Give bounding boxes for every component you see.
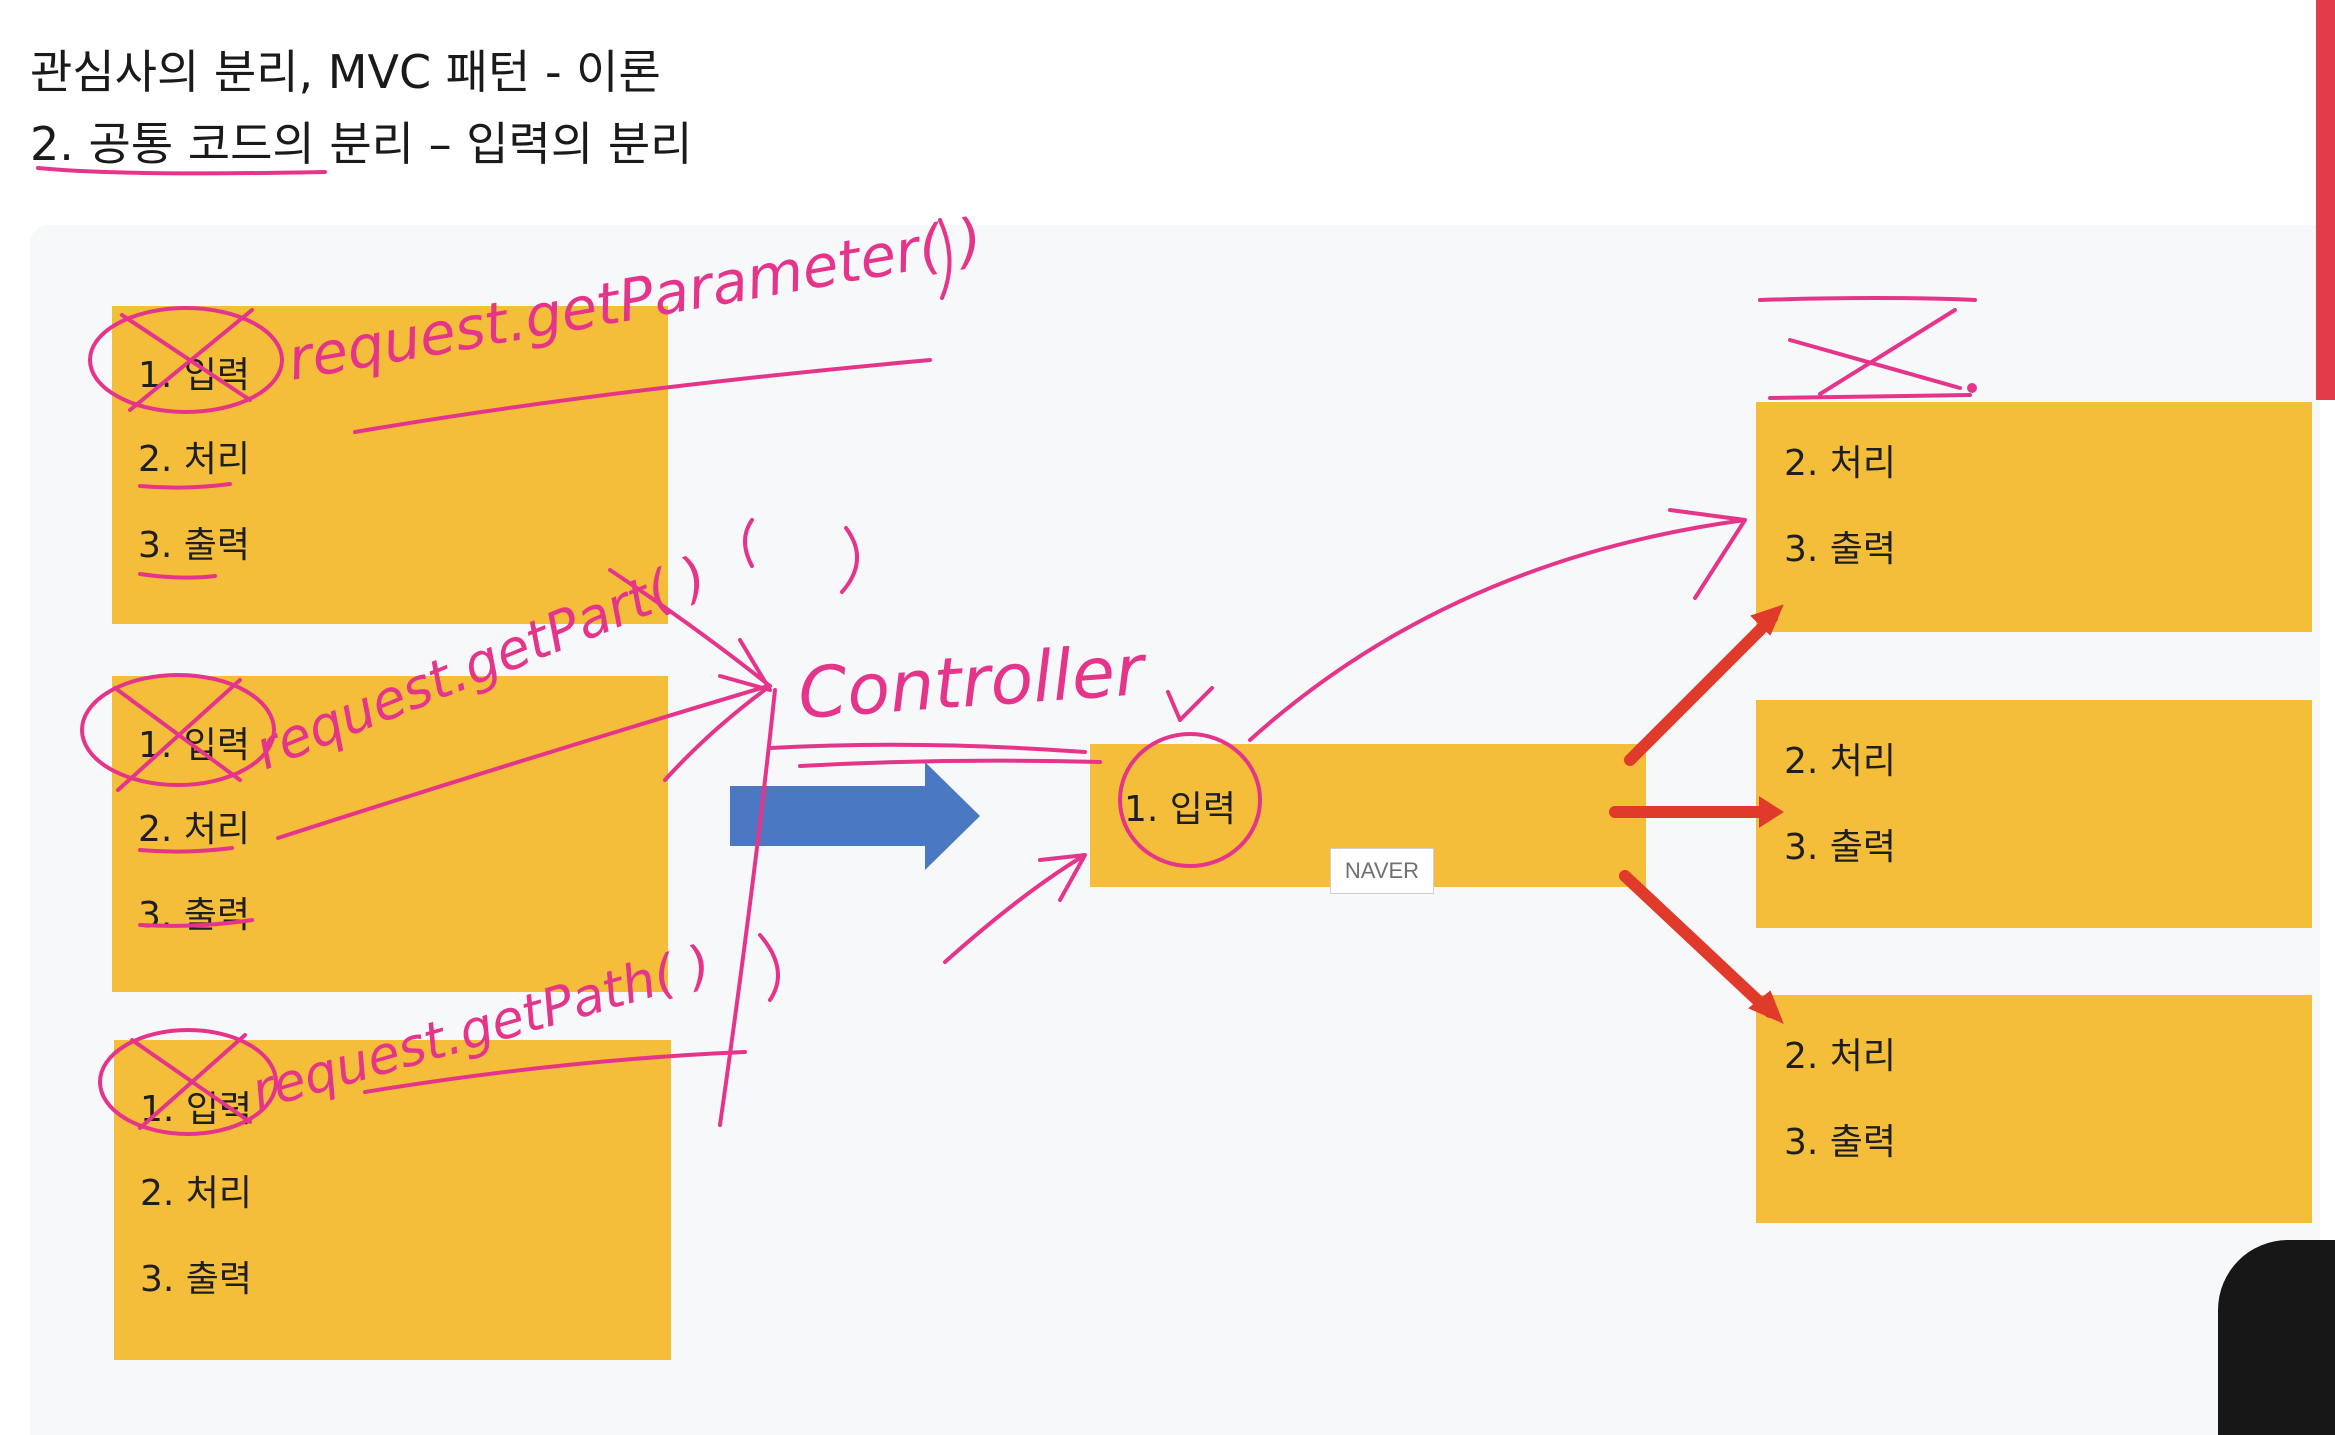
right-box-3: 2. 처리 3. 출력	[1756, 995, 2312, 1223]
input-step: 1. 입력	[138, 355, 251, 396]
process-step: 2. 처리	[140, 1173, 253, 1214]
presenter-silhouette	[2218, 1240, 2335, 1435]
left-box-1: 1. 입력 2. 처리 3. 출력	[112, 306, 668, 624]
slide-subtitle: 2. 공통 코드의 분리 – 입력의 분리	[30, 117, 693, 171]
input-step: 1. 입력	[1124, 789, 1237, 830]
output-step: 3. 출력	[138, 525, 251, 566]
right-box-1: 2. 처리 3. 출력	[1756, 402, 2312, 632]
output-step: 3. 출력	[1784, 1122, 1897, 1163]
input-step: 1. 입력	[140, 1089, 253, 1130]
output-step: 3. 출력	[1784, 827, 1897, 868]
left-box-2: 1. 입력 2. 처리 3. 출력	[112, 676, 668, 992]
left-box-3: 1. 입력 2. 처리 3. 출력	[114, 1040, 671, 1360]
output-step: 3. 출력	[138, 895, 251, 936]
process-step: 2. 처리	[138, 809, 251, 850]
process-step: 2. 처리	[138, 439, 251, 480]
process-step: 2. 처리	[1784, 741, 1897, 782]
naver-watermark: NAVER	[1330, 848, 1434, 894]
process-step: 2. 처리	[1784, 1036, 1897, 1077]
window-edge-accent	[2316, 0, 2335, 400]
slide-title: 관심사의 분리, MVC 패턴 - 이론	[30, 45, 661, 99]
right-box-2: 2. 처리 3. 출력	[1756, 700, 2312, 928]
output-step: 3. 출력	[140, 1259, 253, 1300]
process-step: 2. 처리	[1784, 443, 1897, 484]
input-step: 1. 입력	[138, 725, 251, 766]
output-step: 3. 출력	[1784, 529, 1897, 570]
